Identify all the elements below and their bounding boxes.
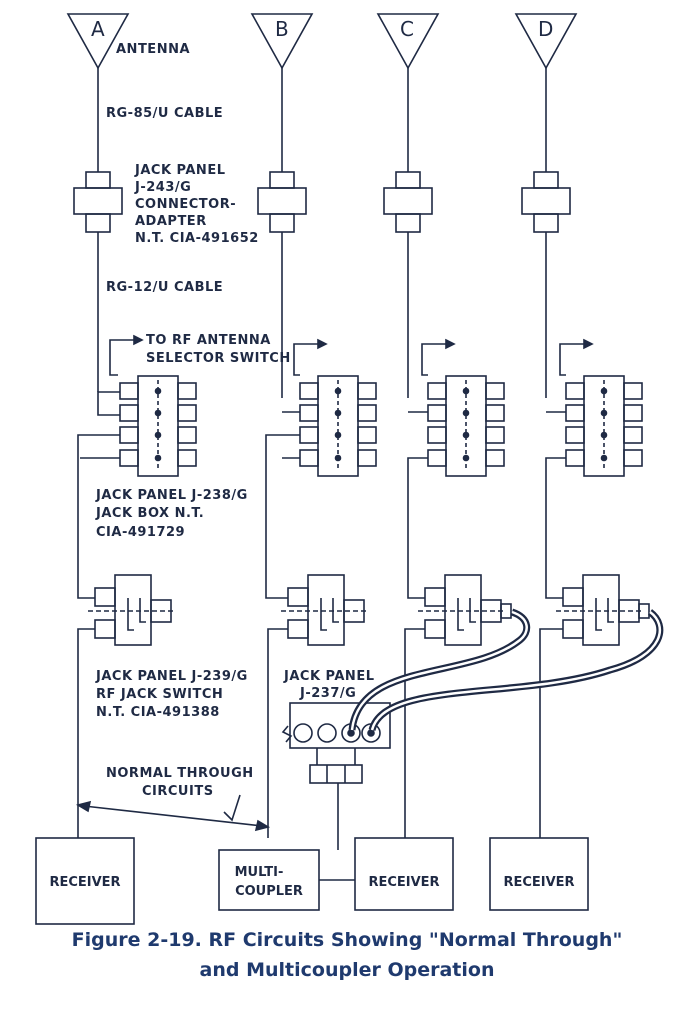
receiver-c: RECEIVER <box>354 837 454 911</box>
connector-adapter-c <box>383 171 433 233</box>
antenna-c: C <box>376 13 440 70</box>
antenna-b-letter: B <box>275 17 289 41</box>
wire-b-box-out <box>265 434 300 599</box>
antenna-d-triangle <box>514 13 578 70</box>
wire-d-to-receiver <box>539 628 563 838</box>
jack-switch-a <box>88 574 176 646</box>
antenna-b: B <box>250 13 314 70</box>
connector-label-3: CONNECTOR- <box>135 197 236 212</box>
receiver-a-label: RECEIVER <box>49 875 120 890</box>
antenna-b-triangle <box>250 13 314 70</box>
antenna-c-letter: C <box>400 17 414 41</box>
caption-line-2: and Multicoupler Operation <box>199 959 495 981</box>
wire-b-to-multicoupler <box>267 628 288 838</box>
selector-arrow-d <box>559 338 594 376</box>
normal-through-arrow <box>75 794 271 832</box>
normal-through-label-2: CIRCUITS <box>142 784 214 799</box>
cable-top-label: RG-85/U CABLE <box>106 106 223 121</box>
multi-panel-label-2: J-237/G <box>299 686 356 701</box>
antenna-d: D <box>514 13 578 70</box>
multi-jack-1 <box>293 723 313 743</box>
multi-panel-label-1: JACK PANEL <box>283 669 374 684</box>
selector-arrow-b <box>293 338 328 376</box>
connector-label-1: JACK PANEL <box>134 163 225 178</box>
multicoupler-jack-panel <box>281 702 391 784</box>
selector-label-1: TO RF ANTENNA <box>146 333 271 348</box>
jack-switch-b <box>281 574 369 646</box>
selector-label-2: SELECTOR SWITCH <box>146 351 291 366</box>
figure-caption: Figure 2-19. RF Circuits Showing "Normal… <box>0 925 694 985</box>
antenna-c-triangle <box>376 13 440 70</box>
normal-through-label-1: NORMAL THROUGH <box>106 766 254 781</box>
jack-switch-label-1: JACK PANEL J-239/G <box>95 669 248 684</box>
jack-switch-label-3: N.T. CIA-491388 <box>96 705 220 720</box>
antenna-a-triangle <box>66 13 130 70</box>
selector-arrow-a <box>109 334 144 376</box>
wire-a-box-out-1 <box>77 434 120 599</box>
multicoupler: MULTI- COUPLER <box>218 849 320 911</box>
antenna-a-letter: A <box>91 17 105 41</box>
connector-adapter-b <box>257 171 307 233</box>
jack-box-label-3: CIA-491729 <box>96 525 185 540</box>
wire-c-to-receiver <box>404 628 425 838</box>
jack-switch-d <box>556 574 650 646</box>
caption-line-1: Figure 2-19. RF Circuits Showing "Normal… <box>71 929 623 951</box>
cable-mid-label: RG-12/U CABLE <box>106 280 223 295</box>
multi-jack-2 <box>317 723 337 743</box>
jack-switch-label-2: RF JACK SWITCH <box>96 687 223 702</box>
multicoupler-label-2: COUPLER <box>235 884 303 899</box>
receiver-c-label: RECEIVER <box>368 875 439 890</box>
jack-box-d <box>565 375 643 477</box>
jack-box-label-2: JACK BOX N.T. <box>95 506 204 521</box>
connector-adapter-a <box>73 171 123 233</box>
jack-box-a <box>119 375 197 477</box>
receiver-d-label: RECEIVER <box>503 875 574 890</box>
connector-label-4: ADAPTER <box>135 214 207 229</box>
receiver-a: RECEIVER <box>35 837 135 925</box>
selector-arrow-c <box>421 338 456 376</box>
jack-box-label-1: JACK PANEL J-238/G <box>95 488 248 503</box>
connector-label-5: N.T. CIA-491652 <box>135 231 259 246</box>
wire-a-box-in <box>97 391 120 416</box>
antenna-a: A <box>66 13 130 70</box>
wire-d-box-out <box>545 457 566 599</box>
multicoupler-label-1: MULTI- <box>235 865 284 880</box>
wire-a-to-receiver <box>77 628 95 838</box>
antenna-label: ANTENNA <box>116 42 190 57</box>
connector-adapter-d <box>521 171 571 233</box>
jack-switch-c <box>418 574 512 646</box>
jack-box-c <box>427 375 505 477</box>
jack-box-b <box>299 375 377 477</box>
wire-c-box-out <box>407 457 428 599</box>
connector-label-2: J-243/G <box>134 180 191 195</box>
antenna-d-letter: D <box>538 17 553 41</box>
receiver-d: RECEIVER <box>489 837 589 911</box>
patch-cable-c <box>348 608 531 731</box>
